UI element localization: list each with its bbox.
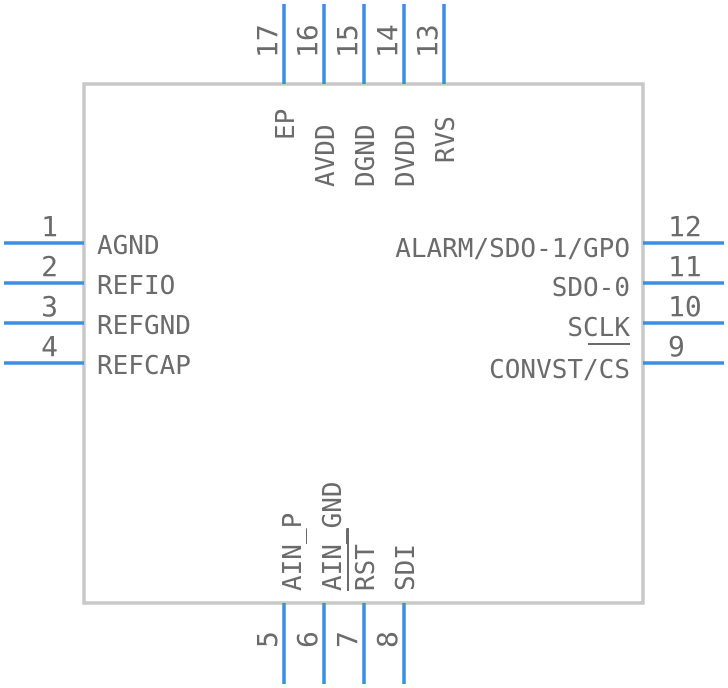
pin-11-number: 11 (668, 250, 702, 283)
pin-9-number: 9 (668, 330, 685, 363)
pin-3-number: 3 (41, 290, 58, 323)
pin-13-label: RVS (431, 116, 461, 163)
pin-17-number: 17 (251, 24, 284, 58)
pin-15-label: DGND (351, 124, 381, 187)
pin-1-number: 1 (41, 210, 58, 243)
pin-2-label: REFIO (97, 271, 175, 301)
pin-1-label: AGND (97, 231, 160, 261)
pin-4-label: REFCAP (97, 351, 191, 381)
pin-5-number: 5 (251, 631, 284, 648)
pin-12-number: 12 (668, 210, 702, 243)
component-body (82, 82, 645, 605)
pin-3-label: REFGND (97, 311, 191, 341)
pin-6-label: AIN_GND (318, 481, 348, 591)
pin-12-label: ALARM/SDO-1/GPO (395, 234, 630, 264)
pin-10-number: 10 (668, 290, 702, 323)
pin-7-number: 7 (331, 631, 364, 648)
pin-13-number: 13 (411, 24, 444, 58)
pin-8-number: 8 (371, 631, 404, 648)
pin-14-number: 14 (371, 24, 404, 58)
pin-6-number: 6 (291, 631, 324, 648)
pin-16-number: 16 (291, 24, 324, 58)
pin-17-label: EP (271, 109, 301, 140)
pin-14-label: DVDD (391, 124, 421, 187)
pin-2-number: 2 (41, 250, 58, 283)
pin-4-number: 4 (41, 330, 58, 363)
pin-15-number: 15 (331, 24, 364, 58)
pin-8-label: SDI (391, 544, 421, 591)
pin-11-label: SDO-0 (552, 273, 630, 303)
pin-7-label: RST (351, 544, 381, 591)
pin-5-label: AIN_P (278, 513, 308, 591)
pin-9-label: CONVST/CS (489, 355, 630, 385)
pin-10-label: SCLK (567, 313, 630, 343)
pin-16-label: AVDD (311, 124, 341, 187)
